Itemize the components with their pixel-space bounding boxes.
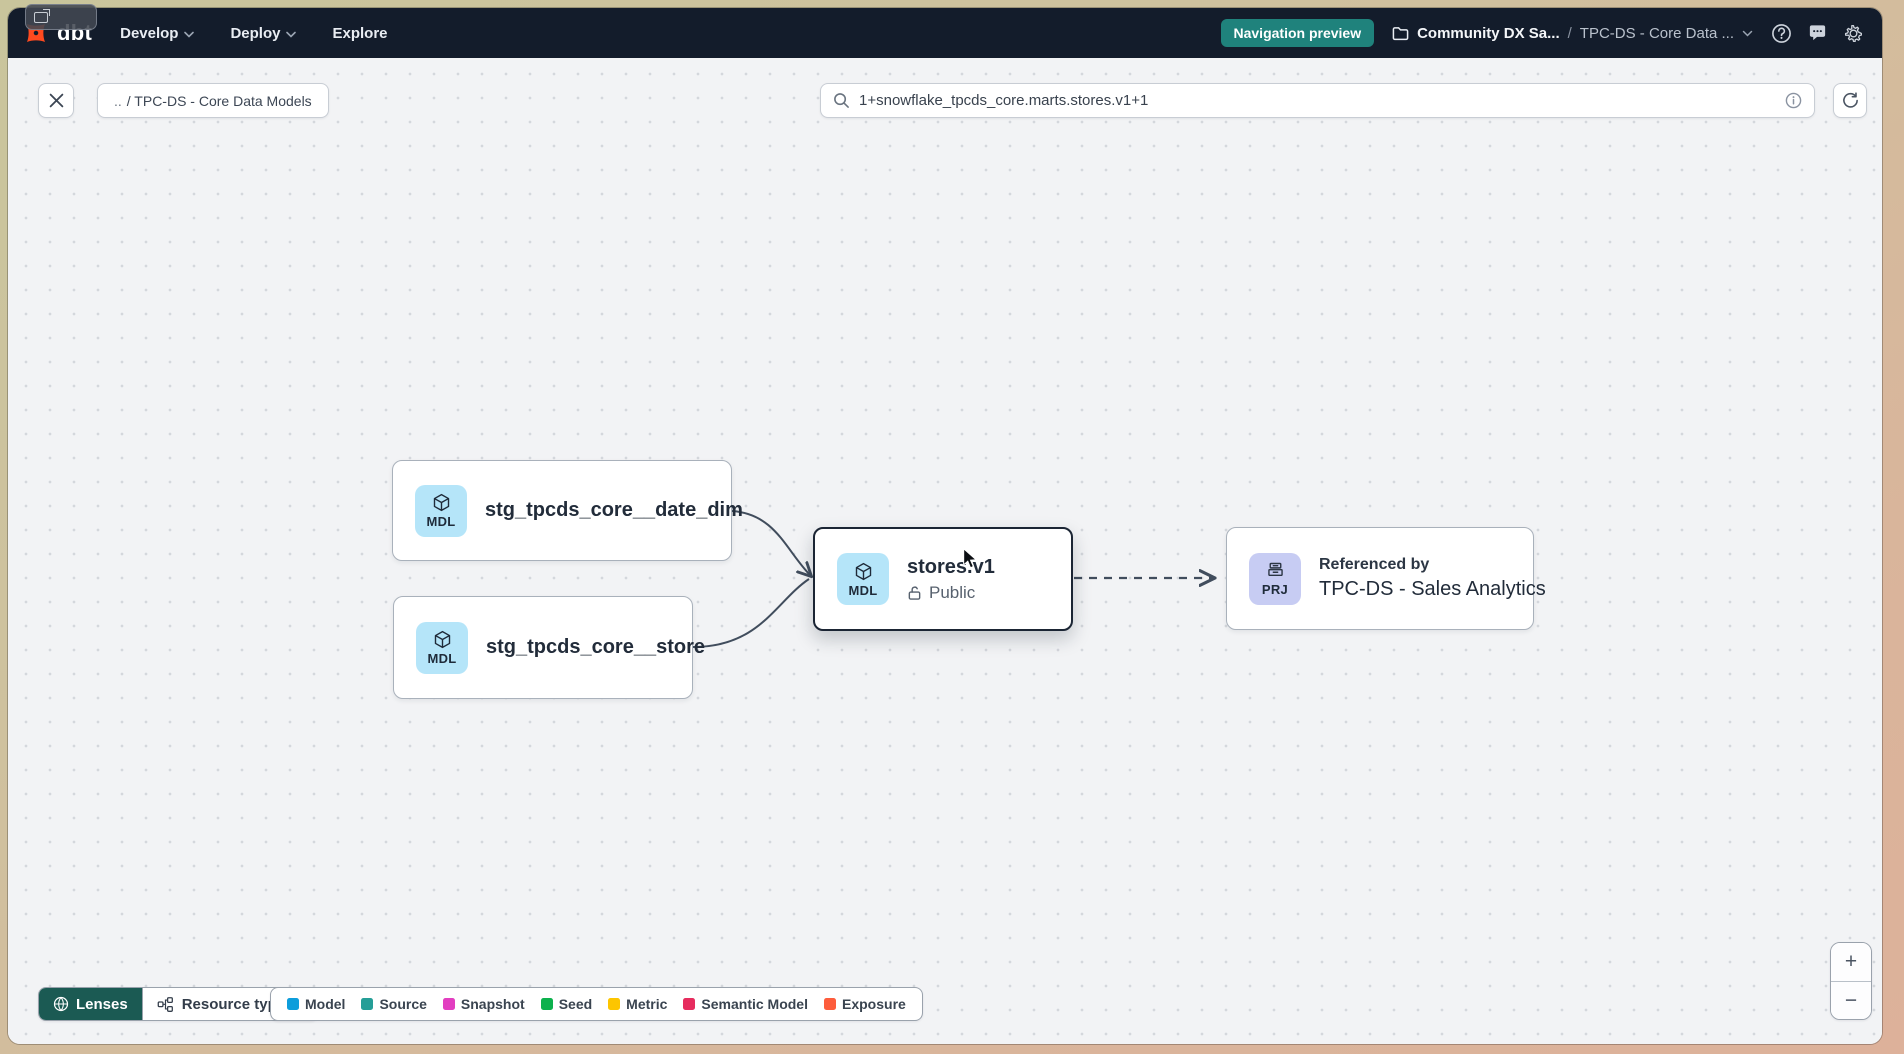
legend-swatch xyxy=(540,998,553,1010)
model-badge: MDL xyxy=(416,621,468,674)
folder-icon xyxy=(1392,26,1409,40)
node-label: stg_tpcds_core__store xyxy=(486,636,705,658)
lineage-search-bar xyxy=(820,83,1815,118)
project-badge: PRJ xyxy=(1249,552,1301,605)
node-pretitle: Referenced by xyxy=(1319,556,1430,573)
navbar-icons xyxy=(1771,23,1864,44)
project-name: TPC-DS - Core Data ... xyxy=(1579,24,1734,42)
close-icon xyxy=(49,93,63,108)
chevron-down-icon xyxy=(286,31,297,38)
main-menu: Develop Deploy Explore xyxy=(120,25,387,42)
breadcrumb[interactable]: .. / TPC-DS - Core Data Models xyxy=(97,83,329,118)
breadcrumb-up-link[interactable]: .. xyxy=(114,92,122,109)
chevron-down-icon xyxy=(184,31,195,38)
edge-store-to-stores xyxy=(692,578,810,648)
picture-in-picture-icon xyxy=(34,8,50,23)
chevron-down-icon xyxy=(1742,30,1753,37)
node-referenced-by-project[interactable]: PRJ Referenced by TPC-DS - Sales Analyti… xyxy=(1226,527,1546,630)
settings-gear-icon[interactable] xyxy=(1843,23,1864,44)
breadcrumb-separator: / xyxy=(1567,24,1572,42)
top-navbar: dbt Develop Deploy Explore Navigation pr… xyxy=(8,8,1882,58)
node-stg-tpcds-core-date-dim[interactable]: MDL stg_tpcds_core__date_dim xyxy=(392,460,743,561)
edge-date-dim-to-stores xyxy=(731,510,811,576)
unlock-icon xyxy=(908,585,921,600)
legend-source: Source xyxy=(361,996,427,1012)
help-icon[interactable] xyxy=(1771,23,1792,44)
legend-swatch xyxy=(683,998,696,1010)
legend-swatch xyxy=(442,998,455,1010)
resource-legend: Model Source Snapshot Seed Metric Semant… xyxy=(270,987,923,1021)
cube-icon xyxy=(433,493,449,512)
recorder-widget xyxy=(25,4,97,30)
node-label: TPC-DS - Sales Analytics xyxy=(1319,578,1546,600)
feedback-icon[interactable] xyxy=(1807,23,1828,44)
refresh-lineage-button[interactable] xyxy=(1833,83,1867,118)
cube-icon xyxy=(434,630,450,649)
navbar-right: Navigation preview Community DX Sa... / … xyxy=(1220,19,1865,47)
account-name: Community DX Sa... xyxy=(1417,24,1560,42)
zoom-out-button[interactable]: − xyxy=(1831,981,1871,1019)
lenses-button[interactable]: Lenses xyxy=(39,988,142,1020)
model-badge: MDL xyxy=(415,484,467,537)
lineage-canvas[interactable]: .. / TPC-DS - Core Data Models MDL stg_t… xyxy=(8,58,1882,1044)
access-level: Public xyxy=(907,583,995,603)
breadcrumb-current: / TPC-DS - Core Data Models xyxy=(126,92,312,109)
zoom-in-button[interactable]: + xyxy=(1831,943,1871,981)
navigation-preview-badge[interactable]: Navigation preview xyxy=(1220,19,1375,47)
refresh-icon xyxy=(1842,92,1858,108)
legend-snapshot: Snapshot xyxy=(442,996,525,1012)
legend-semantic-model: Semantic Model xyxy=(683,996,808,1012)
node-label: stores.v1 xyxy=(907,555,995,578)
legend-swatch xyxy=(287,998,299,1010)
info-icon[interactable] xyxy=(1785,92,1802,109)
project-breadcrumb[interactable]: Community DX Sa... / TPC-DS - Core Data … xyxy=(1392,25,1753,42)
menu-explore[interactable]: Explore xyxy=(332,24,388,42)
legend-swatch xyxy=(361,998,374,1010)
resource-graph-icon xyxy=(157,996,173,1012)
legend-model: Model xyxy=(287,996,345,1012)
app-window: dbt Develop Deploy Explore Navigation pr… xyxy=(8,8,1882,1044)
search-icon xyxy=(834,93,849,108)
legend-exposure: Exposure xyxy=(824,996,906,1012)
menu-deploy[interactable]: Deploy xyxy=(230,25,297,42)
drawers-icon xyxy=(1267,562,1283,577)
legend-swatch xyxy=(824,998,836,1010)
close-lineage-button[interactable] xyxy=(38,83,74,118)
legend-seed: Seed xyxy=(540,996,592,1012)
lens-icon xyxy=(53,996,69,1012)
node-label: stg_tpcds_core__date_dim xyxy=(485,499,743,521)
legend-metric: Metric xyxy=(608,996,667,1012)
legend-swatch xyxy=(608,998,621,1010)
node-stores-v1[interactable]: MDL stores.v1 Public xyxy=(813,527,1073,631)
selector-input[interactable] xyxy=(859,92,1776,109)
model-badge: MDL xyxy=(837,553,889,605)
zoom-control: + − xyxy=(1830,942,1872,1020)
menu-develop[interactable]: Develop xyxy=(120,25,195,42)
node-stg-tpcds-core-store[interactable]: MDL stg_tpcds_core__store xyxy=(393,596,705,699)
cube-icon xyxy=(855,562,871,580)
